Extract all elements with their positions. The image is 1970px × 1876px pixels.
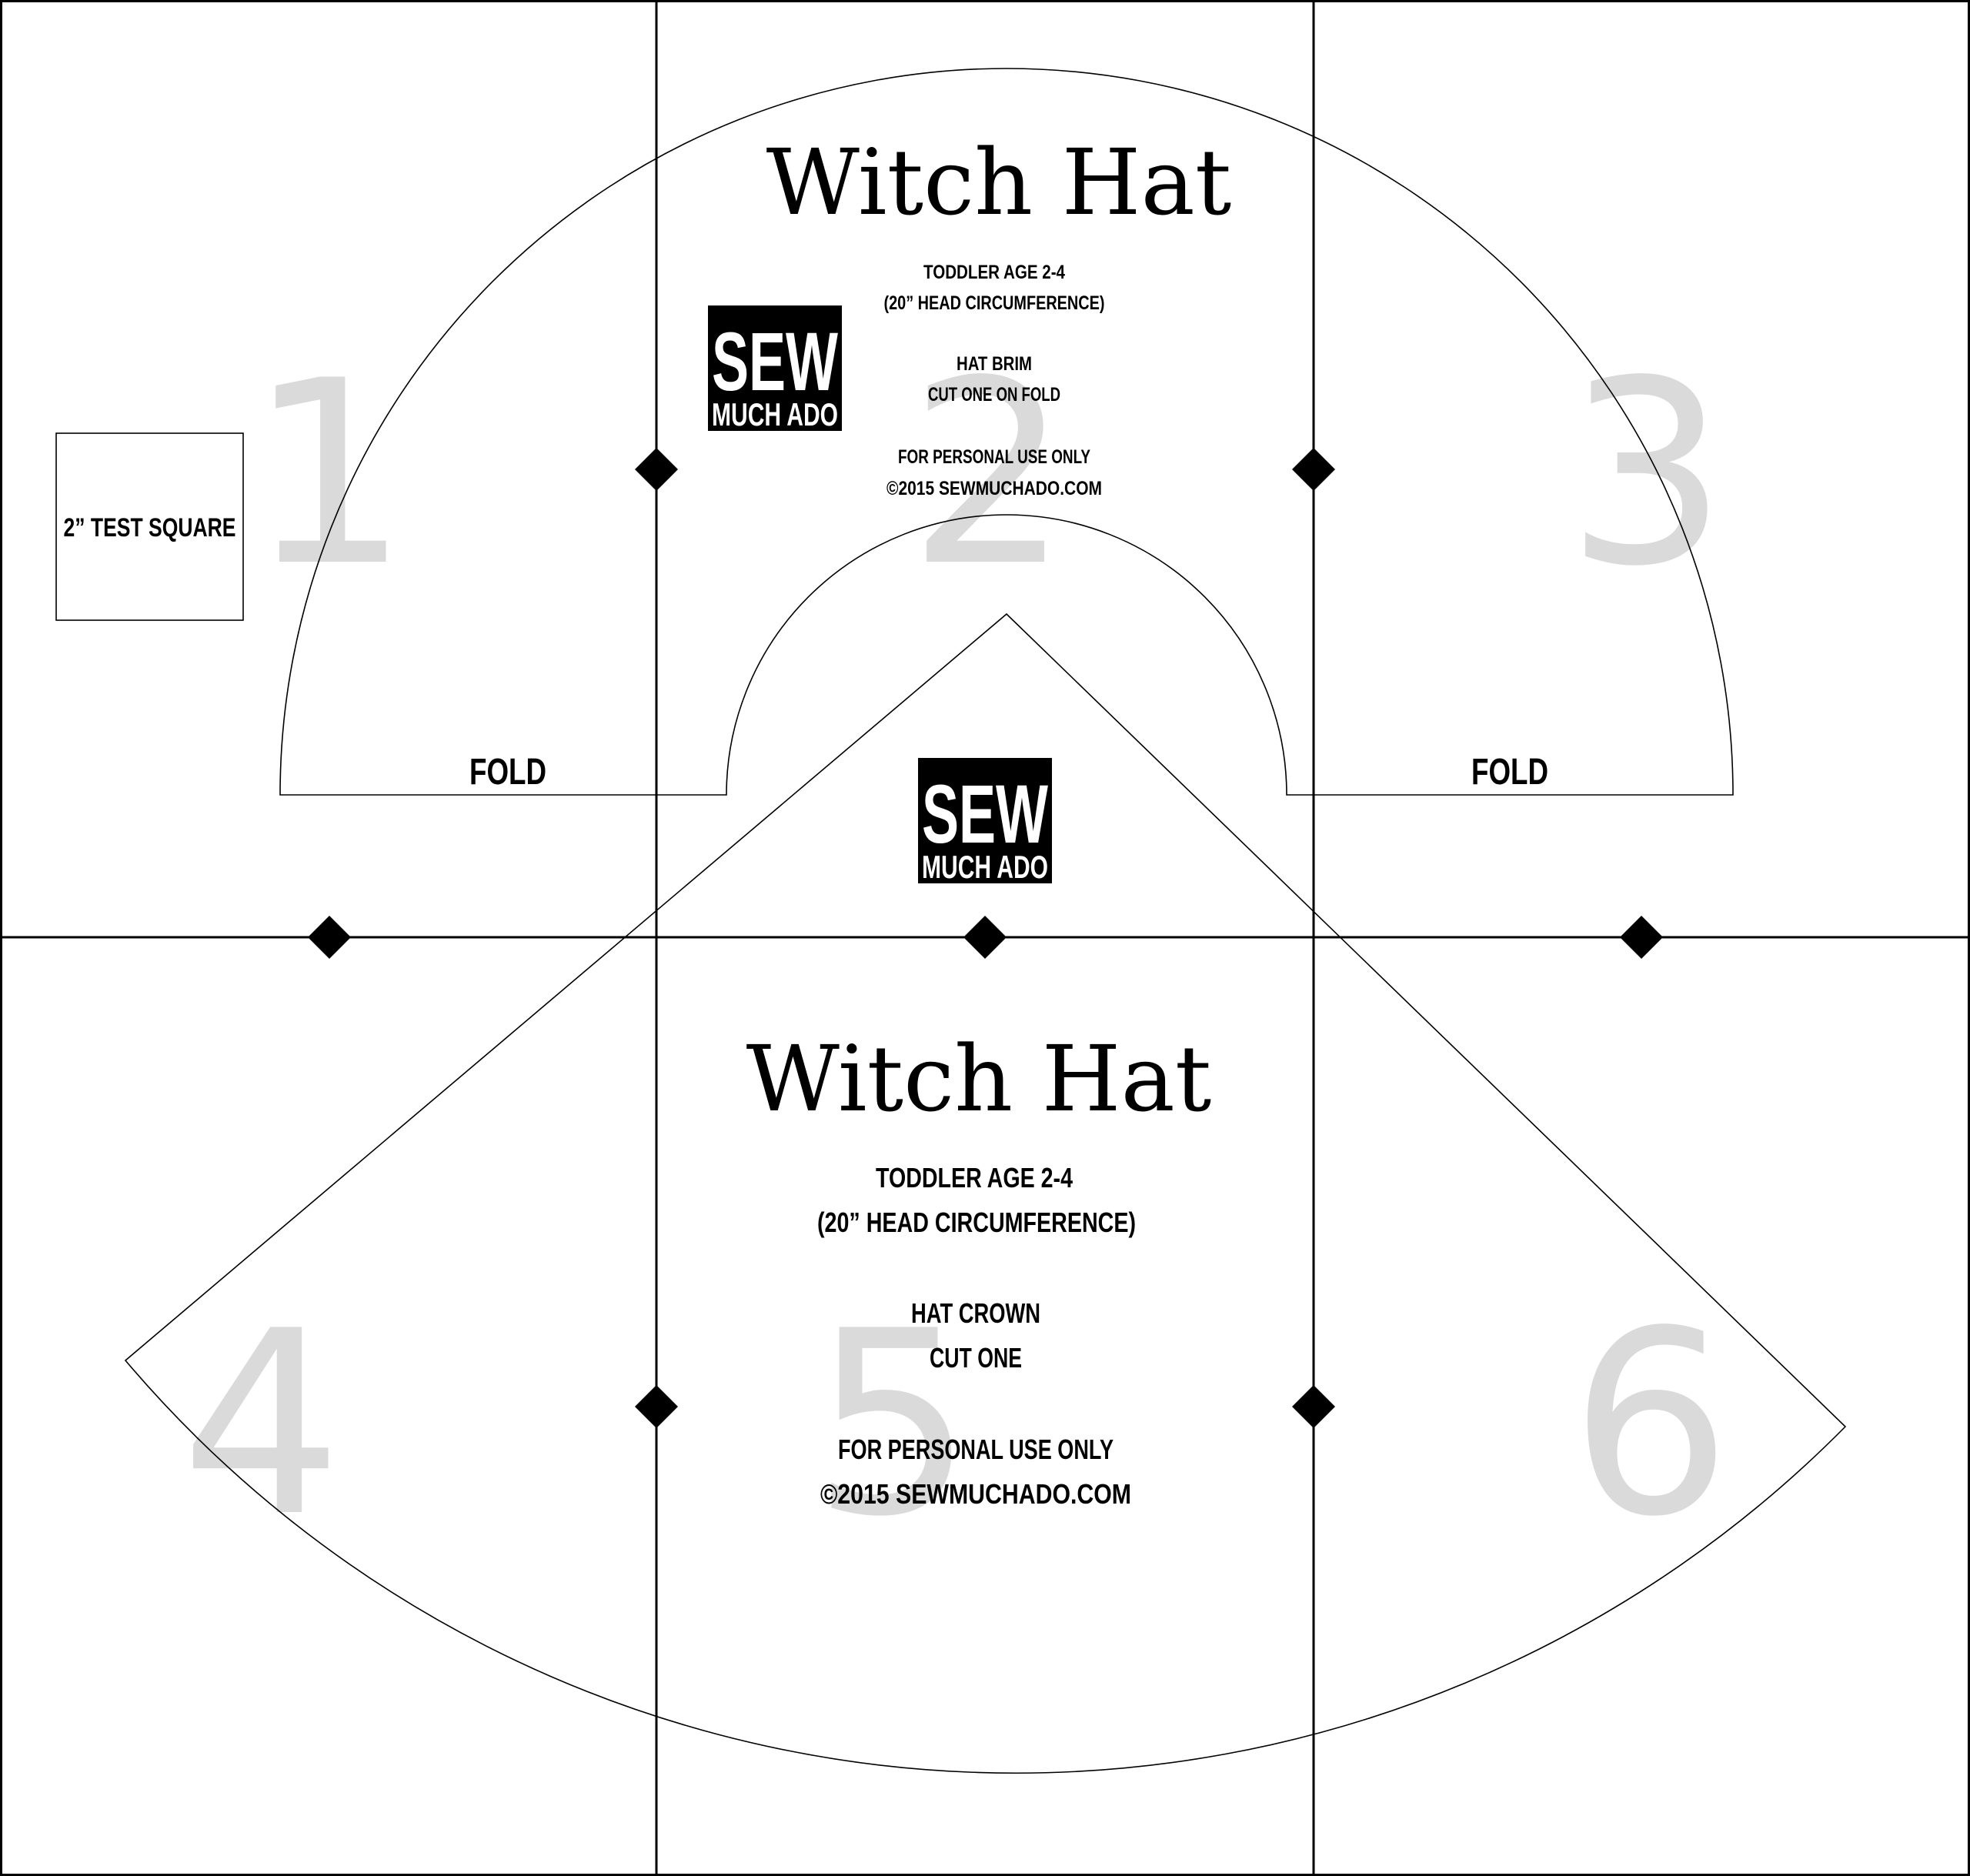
logo-line2: MUCH ADO [712, 396, 838, 432]
crown-size-line2: (20” HEAD CIRCUMFERENCE) [817, 1207, 1136, 1238]
page-number-4: 4 [181, 1277, 342, 1572]
test-square-label: 2” TEST SQUARE [64, 513, 236, 542]
page-number-5: 5 [812, 1277, 973, 1572]
alignment-diamond [1292, 448, 1335, 491]
brim-piece-line2: CUT ONE ON FOLD [928, 384, 1060, 406]
brim-size-line1: TODDLER AGE 2-4 [923, 262, 1065, 283]
fold-label-left: FOLD [469, 752, 546, 793]
test-square: 2” TEST SQUARE [55, 432, 244, 621]
alignment-diamond [635, 1385, 678, 1428]
fold-label-right: FOLD [1471, 752, 1548, 793]
sew-much-ado-logo-center: SEW MUCH ADO [918, 758, 1052, 885]
logo-background [708, 305, 842, 431]
crown-piece-line1: HAT CROWN [911, 1297, 1040, 1329]
logo-line1: SEW [922, 767, 1048, 860]
page-number-1: 1 [248, 326, 409, 622]
page-numbers: 1 2 3 4 5 6 [181, 326, 1731, 1572]
page-number-2: 2 [908, 326, 1070, 622]
sew-much-ado-logo-small: SEW MUCH ADO [708, 305, 842, 432]
crown-piece-line2: CUT ONE [930, 1342, 1022, 1374]
brim-title: Witch Hat [766, 129, 1232, 235]
brim-size-line2: (20” HEAD CIRCUMFERENCE) [884, 292, 1105, 314]
alignment-diamond [1620, 916, 1663, 959]
page-number-6: 6 [1570, 1277, 1731, 1572]
page-number-3: 3 [1566, 326, 1728, 622]
alignment-diamond [1292, 1385, 1335, 1428]
brim-rights-line1: FOR PERSONAL USE ONLY [898, 446, 1090, 468]
logo-line1: SEW [712, 315, 838, 408]
crown-rights-line2: ©2015 SEWMUCHADO.COM [820, 1478, 1131, 1510]
alignment-marks [308, 448, 1663, 1428]
pattern-outlines [124, 68, 1847, 1774]
crown-labels: Witch Hat TODDLER AGE 2-4 (20” HEAD CIRC… [746, 1026, 1212, 1510]
crown-title: Witch Hat [746, 1026, 1212, 1132]
crown-rights-line1: FOR PERSONAL USE ONLY [838, 1434, 1114, 1465]
brim-outline [279, 68, 1734, 796]
brim-rights-line2: ©2015 SEWMUCHADO.COM [886, 478, 1102, 499]
logo-line2: MUCH ADO [922, 849, 1048, 885]
alignment-diamond [308, 916, 351, 959]
crown-outline [124, 613, 1847, 1774]
test-square-box [55, 432, 244, 621]
logo-background [918, 758, 1052, 883]
brim-piece-line1: HAT BRIM [957, 353, 1032, 375]
alignment-diamond [635, 448, 678, 491]
alignment-diamond [963, 916, 1007, 959]
crown-size-line1: TODDLER AGE 2-4 [876, 1162, 1073, 1193]
brim-labels: Witch Hat TODDLER AGE 2-4 (20” HEAD CIRC… [469, 129, 1548, 793]
